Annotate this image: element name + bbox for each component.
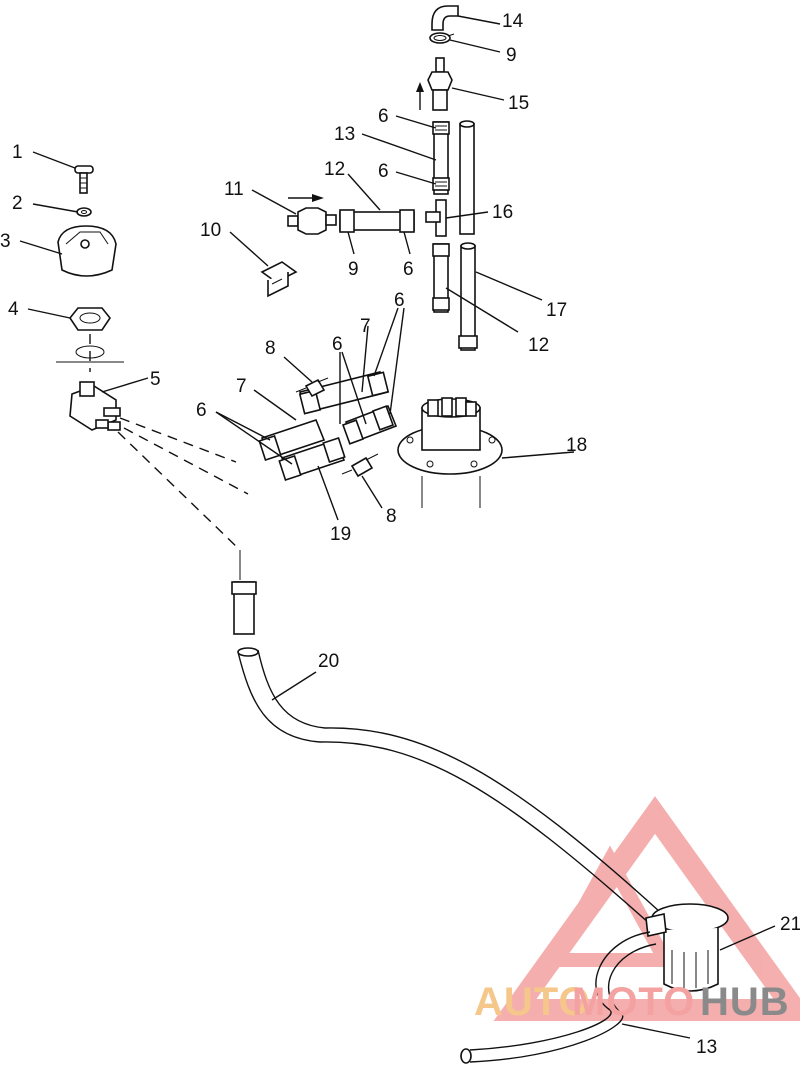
callout-6: 6 [196,400,207,421]
callout-12: 12 [528,335,549,356]
callout-14: 14 [502,11,524,32]
part-12-hose-horizontal [339,209,415,233]
watermark-text-part1: AUTO [474,980,591,1024]
dashed-connections [117,417,249,580]
leader-lines [19,15,776,1039]
part-5-fitting [69,381,121,431]
callout-6: 6 [394,290,405,311]
callout-6: 6 [403,259,414,280]
part-16-tee [425,199,447,237]
flow-arrow-up-icon [416,82,424,110]
callout-9: 9 [348,259,359,280]
centerline [56,334,124,372]
callout-11: 11 [224,179,244,200]
part-13-hose-vertical [432,121,450,195]
callout-3: 3 [0,231,11,252]
callout-6: 6 [378,161,389,182]
callout-20: 20 [318,651,339,672]
callout-21: 21 [780,914,800,935]
hose-stub [231,581,257,635]
part-7-hose-lower [258,419,326,461]
callout-13: 13 [334,124,355,145]
callout-labels: 1 2 3 4 5 6 6 6 6 6 6 7 7 8 8 9 9 10 11 … [0,11,800,1058]
watermark-text: AUTO MOTO HUB [474,980,790,1024]
part-2-washer [76,207,92,217]
part-10-clip [260,261,298,298]
part-3-cap [57,225,117,277]
callout-9: 9 [506,45,517,66]
callout-4: 4 [8,299,19,320]
callout-19: 19 [330,524,351,545]
callout-6: 6 [378,106,389,127]
part-13-hose-lower [460,931,657,1064]
part-8-connector-lower [341,453,379,478]
callout-16: 16 [492,202,513,223]
part-12-hose-vertical [432,243,450,313]
part-11-filter [287,207,337,235]
callout-8: 8 [265,338,276,359]
part-19-hose [278,437,346,481]
callout-15: 15 [508,93,529,114]
part-1-screw [74,165,94,194]
callout-18: 18 [566,435,587,456]
part-7-hose-mid [341,404,398,445]
watermark-text-part2: MOTO [572,980,695,1024]
callout-13: 13 [696,1037,717,1058]
callout-17: 17 [546,300,567,321]
part-17-hose [458,120,478,351]
watermark-text-part3: HUB [700,980,790,1024]
part-7-hose-upper [298,371,390,415]
callout-12: 12 [324,159,345,180]
flow-arrow-right-icon [288,194,324,202]
part-14-elbow [431,5,459,31]
part-4-nut [69,307,111,331]
callout-7: 7 [360,316,371,337]
callout-8: 8 [386,506,397,527]
callout-7: 7 [236,376,247,397]
part-8-connector-upper [295,377,329,398]
callout-6: 6 [332,334,343,355]
part-15-check-valve [427,57,453,111]
part-9-clamp-top [429,32,455,44]
part-21-filter [645,903,729,992]
part-18-pump [397,397,503,508]
callout-2: 2 [12,193,23,214]
callout-10: 10 [200,220,221,241]
callout-5: 5 [150,369,161,390]
callout-1: 1 [12,142,23,163]
